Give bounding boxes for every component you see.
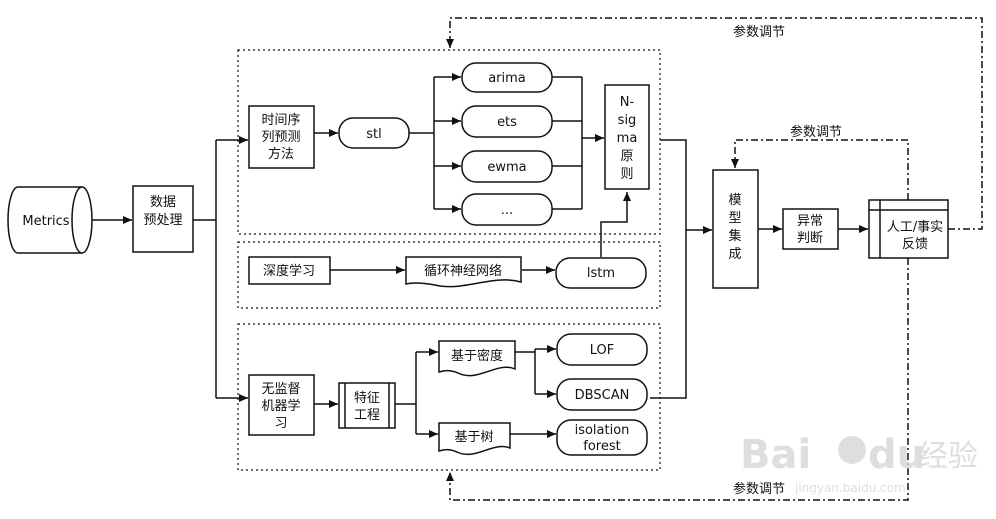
- watermark-cn: 经验: [918, 439, 978, 474]
- feedback-label-1: 人工/事实: [887, 220, 943, 235]
- density-label: 基于密度: [451, 348, 503, 364]
- ts-method-label-1: 时间序: [261, 113, 300, 128]
- watermark-brand: Bai: [740, 432, 811, 478]
- unsupervised-node: 无监督 机器学 习: [248, 374, 315, 436]
- ts-method-label-3: 方法: [268, 146, 294, 162]
- feature-eng-label-1: 特征: [354, 391, 380, 406]
- feature-eng-node: 特征 工程: [338, 382, 396, 429]
- ts-method-node: 时间序 列预测 方法: [248, 105, 315, 169]
- nsigma-node: N- sig ma 原 则: [604, 84, 650, 190]
- connectors: [92, 73, 868, 438]
- watermark-url: jingyan.baidu.com: [794, 481, 906, 495]
- stl-node: stl: [338, 117, 410, 149]
- ensemble-label-4: 成: [728, 247, 741, 262]
- ensemble-label-1: 模: [728, 193, 741, 208]
- preprocess-node: 数据 预处理: [132, 185, 194, 253]
- baidu-watermark: Bai du 经验 jingyan.baidu.com: [740, 432, 978, 495]
- lstm-node: lstm: [555, 257, 647, 289]
- unsupervised-label-3: 习: [274, 416, 287, 431]
- ewma-label: ewma: [487, 160, 526, 175]
- unsupervised-label-2: 机器学: [261, 398, 300, 414]
- deep-learning-label: 深度学习: [263, 263, 315, 279]
- unsupervised-label-1: 无监督: [261, 382, 300, 397]
- iforest-label-2: forest: [583, 439, 620, 454]
- preprocess-label-1: 数据: [150, 195, 176, 210]
- watermark-brand2: du: [868, 432, 925, 478]
- nsigma-label-2: sig: [618, 113, 637, 128]
- ensemble-node: 模 型 集 成: [712, 169, 759, 289]
- param-label-top: 参数调节: [733, 24, 785, 40]
- ets-node: ets: [461, 105, 553, 138]
- unsupervised-group: [237, 323, 661, 471]
- lstm-label: lstm: [587, 266, 615, 281]
- nsigma-label-4: 原: [620, 149, 633, 164]
- metrics-node: Metrics: [7, 186, 93, 254]
- tree-label: 基于树: [454, 430, 493, 445]
- feedback-label-2: 反馈: [902, 237, 928, 252]
- more-label: ...: [501, 203, 513, 218]
- lof-node: LOF: [556, 333, 648, 366]
- ensemble-label-3: 集: [728, 228, 741, 244]
- feature-eng-label-2: 工程: [354, 408, 380, 423]
- anomaly-label-1: 异常: [797, 214, 823, 229]
- metrics-label: Metrics: [22, 214, 69, 229]
- timeseries-group: [237, 49, 661, 235]
- param-label-bottom: 参数调节: [733, 481, 785, 497]
- nsigma-label-1: N-: [620, 95, 635, 110]
- ets-label: ets: [497, 115, 517, 130]
- feedback-loops: [446, 17, 983, 501]
- ewma-node: ewma: [461, 150, 553, 183]
- more-node: ...: [461, 193, 553, 226]
- stl-label: stl: [366, 127, 381, 142]
- nsigma-label-5: 则: [620, 167, 633, 182]
- iforest-label-1: isolation: [575, 423, 630, 438]
- rnn-node: 循环神经网络: [405, 256, 522, 288]
- dbscan-label: DBSCAN: [575, 388, 630, 403]
- deeplearning-group: [237, 241, 661, 309]
- param-label-mid: 参数调节: [790, 124, 842, 140]
- preprocess-label-2: 预处理: [143, 213, 182, 228]
- iforest-node: isolation forest: [556, 419, 648, 456]
- deep-learning-node: 深度学习: [248, 256, 331, 285]
- ts-method-label-2: 列预测: [261, 130, 300, 145]
- paw-icon: [838, 436, 866, 464]
- arima-label: arima: [488, 71, 526, 86]
- density-node: 基于密度: [438, 340, 516, 377]
- anomaly-label-2: 判断: [797, 231, 823, 246]
- dbscan-node: DBSCAN: [556, 378, 648, 411]
- rnn-label: 循环神经网络: [424, 263, 502, 279]
- feedback-node: 人工/事实 反馈: [868, 199, 949, 259]
- lof-label: LOF: [590, 343, 615, 358]
- nsigma-label-3: ma: [617, 131, 638, 146]
- anomaly-node: 异常 判断: [782, 208, 839, 250]
- arima-node: arima: [461, 62, 553, 93]
- ensemble-label-2: 型: [728, 211, 741, 226]
- tree-node: 基于树: [438, 422, 511, 456]
